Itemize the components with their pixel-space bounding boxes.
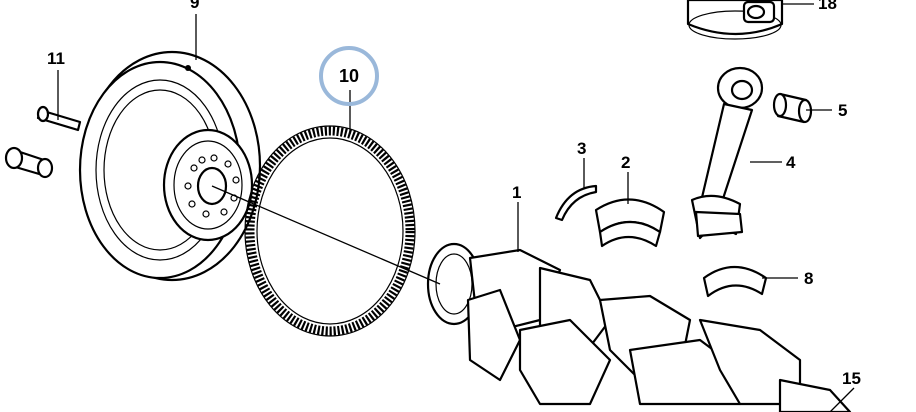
flywheel: [78, 50, 262, 282]
callout-highlight-ring: [319, 46, 379, 106]
callout-11: 11: [47, 49, 65, 68]
callout-4: 4: [786, 153, 796, 172]
callout-5: 5: [838, 101, 847, 120]
crankshaft: [426, 242, 852, 412]
callout-18: 18: [818, 0, 837, 13]
callout-8: 8: [804, 269, 813, 288]
piston-pin: [772, 92, 813, 124]
callout-10: 10: [339, 66, 359, 86]
flywheel-bolt: [36, 105, 82, 132]
flywheel-dowel: [4, 146, 54, 179]
bearing-shell-upper: [594, 198, 666, 248]
callout-9: 9: [190, 0, 199, 12]
piston: [686, 0, 784, 40]
callout-1: 1: [512, 183, 521, 202]
thrust-washer: [554, 184, 598, 222]
callout-15: 15: [842, 369, 861, 388]
connecting-rod: [690, 66, 764, 240]
con-rod-bearing-shell: [702, 266, 768, 298]
centre-line: [211, 185, 441, 285]
ring-gear: [244, 125, 416, 337]
leader-lines: [57, 3, 855, 412]
callout-2: 2: [621, 153, 630, 172]
callout-3: 3: [577, 139, 586, 158]
